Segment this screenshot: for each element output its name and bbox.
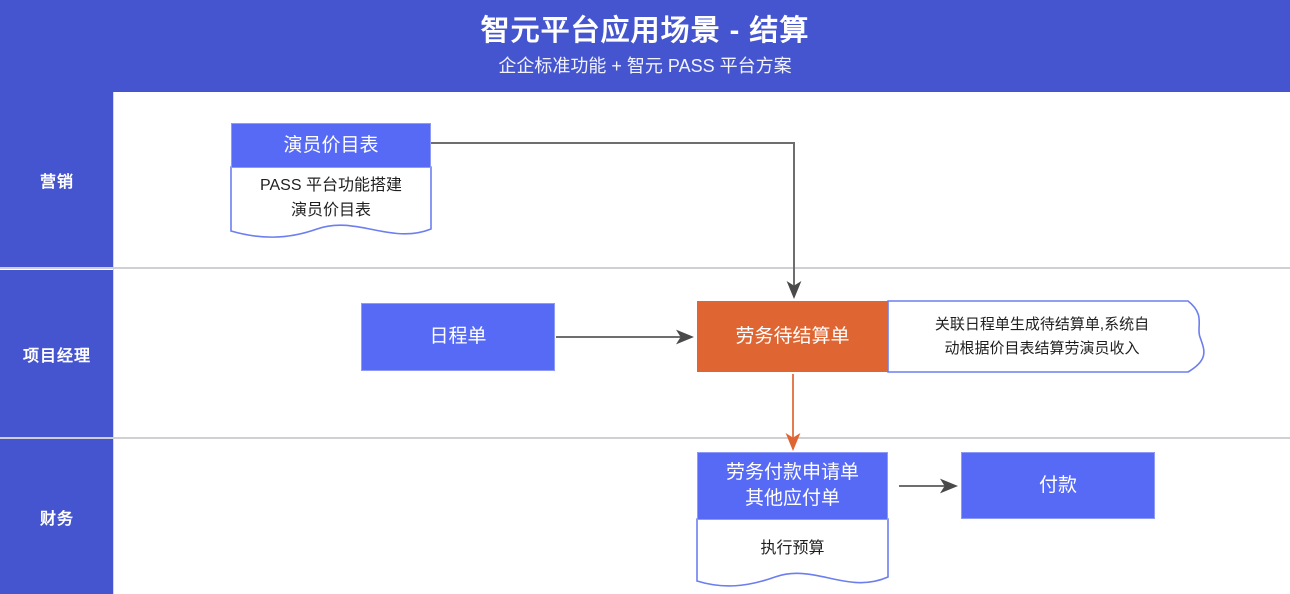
header-band: 智元平台应用场景 - 结算 企企标准功能 + 智元 PASS 平台方案 (0, 0, 1290, 92)
lane-divider-2 (0, 437, 1290, 439)
node-payment[interactable]: 付款 (961, 452, 1155, 519)
node-labor-pending-settle[interactable]: 劳务待结算单 (697, 301, 888, 372)
lane-column-edge (113, 92, 114, 594)
node-labor-payment-request[interactable]: 劳务付款申请单 其他应付单 (697, 452, 888, 520)
node-label: 劳务待结算单 (735, 325, 850, 347)
lane-divider-1 (0, 267, 1290, 269)
node-label: 日程单 (429, 326, 487, 347)
page-subtitle: 企企标准功能 + 智元 PASS 平台方案 (498, 56, 792, 76)
lane-label-text: 项目经理 (22, 347, 91, 365)
node-label: 付款 (1038, 474, 1077, 496)
note-actor-price-list: PASS 平台功能搭建 演员价目表 (230, 166, 432, 239)
note-text: PASS 平台功能搭建 演员价目表 (260, 177, 402, 219)
note-labor-payment-request: 执行预算 (696, 518, 889, 590)
lane-label-project-manager: 项目经理 (0, 270, 114, 437)
page-title: 智元平台应用场景 - 结算 (480, 15, 810, 47)
note-labor-pending-settle: 关联日程单生成待结算单,系统自 动根据价目表结算劳演员收入 (887, 300, 1220, 373)
lane-label-text: 营销 (39, 174, 74, 191)
lane-label-finance: 财务 (0, 439, 114, 594)
node-schedule-order[interactable]: 日程单 (361, 303, 555, 371)
node-label: 劳务付款申请单 其他应付单 (725, 462, 859, 509)
node-actor-price-list[interactable]: 演员价目表 (231, 123, 431, 168)
note-text: 关联日程单生成待结算单,系统自 动根据价目表结算劳演员收入 (934, 315, 1150, 357)
conn-price-to-pending (430, 142, 802, 299)
node-label: 演员价目表 (283, 134, 379, 156)
lane-label-text: 财务 (39, 510, 74, 528)
note-text: 执行预算 (760, 539, 825, 557)
lane-label-marketing: 营销 (0, 92, 114, 268)
